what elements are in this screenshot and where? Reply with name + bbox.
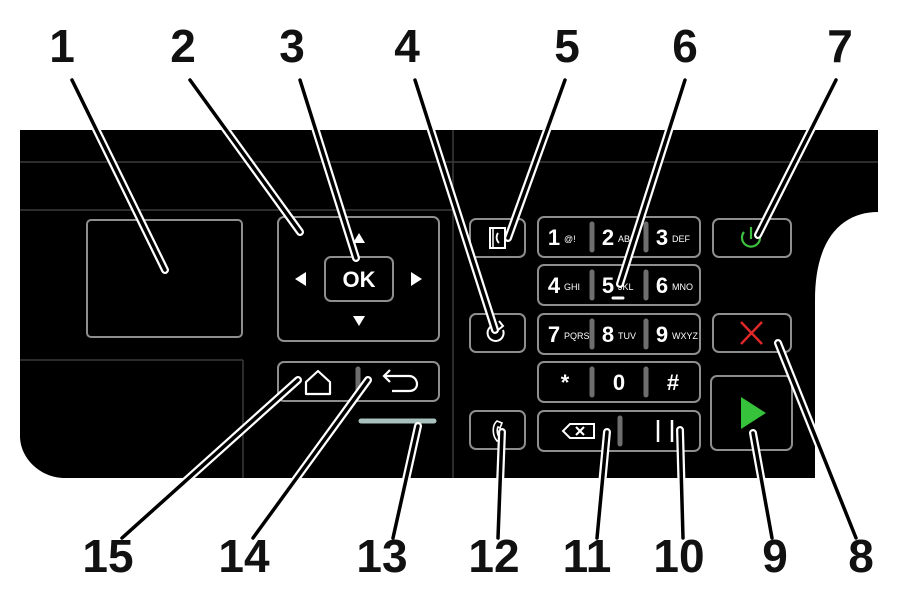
key-sub-label: TUV (618, 331, 636, 341)
callout-leader-8 (776, 341, 858, 540)
callout-leader-2 (188, 78, 302, 234)
callout-1: 1 (49, 20, 75, 72)
home-button[interactable] (304, 369, 332, 396)
key-sub-label: MNO (672, 282, 693, 292)
callout-leader-4 (413, 78, 497, 332)
display-screen (86, 219, 243, 338)
key-main-label: 2 (602, 225, 614, 250)
keypad-row-1 (537, 216, 701, 258)
key-6[interactable]: 6 MNO (656, 273, 693, 298)
back-arrow-icon (385, 374, 419, 393)
key-1[interactable]: 1 @! (548, 225, 576, 250)
ok-button-label: OK (343, 267, 376, 292)
dpad-up-icon[interactable] (353, 233, 365, 243)
key-hash[interactable]: # (667, 370, 679, 395)
key-main-label: 8 (602, 322, 614, 347)
backspace-button[interactable] (561, 423, 595, 439)
callout-leader-lines (68, 76, 860, 542)
dpad-down-icon[interactable] (353, 316, 365, 326)
callout-2: 2 (170, 20, 196, 72)
start-play-icon (741, 397, 766, 429)
key-sub-label: ABC (618, 234, 637, 244)
key-main-label: 1 (548, 225, 560, 250)
home-icon (304, 369, 332, 396)
key-7[interactable]: 7 PQRS (548, 322, 590, 347)
key-sub-label: JKL (618, 282, 634, 292)
callout-leader-5 (506, 78, 567, 240)
callout-leader-9 (751, 431, 774, 540)
key-star[interactable]: * (561, 370, 570, 395)
back-button[interactable] (382, 369, 419, 393)
key-sub-label: DEF (672, 234, 691, 244)
key-main-label: 7 (548, 322, 560, 347)
pause-button[interactable] (656, 420, 674, 442)
callout-5: 5 (554, 20, 580, 72)
callout-3: 3 (279, 20, 305, 72)
callout-6: 6 (672, 20, 698, 72)
cancel-x-icon (740, 321, 763, 345)
key-main-label: # (667, 370, 679, 395)
back-arrow-head (382, 369, 391, 383)
keypad-row-3 (537, 313, 701, 355)
key-3[interactable]: 3 DEF (656, 225, 691, 250)
callout-7: 7 (827, 20, 853, 72)
key-9[interactable]: 9 WXYZ (656, 322, 699, 347)
key-main-label: 6 (656, 273, 668, 298)
callout-leader-11 (595, 430, 609, 540)
callout-leader-10 (678, 428, 685, 540)
callout-10: 10 (653, 530, 704, 582)
callout-4: 4 (394, 20, 420, 72)
key-5[interactable]: 5 JKL (602, 273, 634, 298)
callout-leader-14 (251, 378, 370, 540)
key-sub-label: GHI (564, 282, 580, 292)
callout-leader-7 (756, 78, 838, 237)
key-main-label: 0 (613, 370, 625, 395)
backspace-x-stroke (575, 426, 585, 436)
callout-15: 15 (82, 530, 133, 582)
callout-11: 11 (563, 530, 612, 582)
callout-14: 14 (218, 530, 270, 582)
keypad-row-4 (537, 361, 701, 403)
key-sub-label: WXYZ (672, 331, 699, 341)
key-sub-label: @! (564, 234, 576, 244)
key-main-label: 5 (602, 273, 614, 298)
key-sub-label: PQRS (564, 331, 590, 341)
backspace-icon (561, 423, 595, 439)
key-main-label: 4 (548, 273, 561, 298)
dpad-right-icon[interactable] (411, 272, 422, 286)
dpad-left-icon[interactable] (295, 272, 306, 286)
key-0[interactable]: 0 (613, 370, 625, 395)
callout-leader-13 (391, 424, 420, 540)
callout-leader-1 (70, 78, 167, 272)
key-main-label: * (561, 370, 570, 395)
key-2[interactable]: 2 ABC (602, 225, 637, 250)
callout-8: 8 (848, 530, 874, 582)
callout-leader-12 (496, 430, 504, 540)
key-main-label: 3 (656, 225, 668, 250)
callout-leader-3 (298, 78, 358, 260)
callout-13: 13 (356, 530, 407, 582)
key-8[interactable]: 8 TUV (602, 322, 636, 347)
callout-12: 12 (468, 530, 519, 582)
key-main-label: 9 (656, 322, 668, 347)
callout-leader-15 (120, 378, 300, 540)
callout-leader-6 (618, 78, 687, 286)
callout-9: 9 (762, 530, 788, 582)
